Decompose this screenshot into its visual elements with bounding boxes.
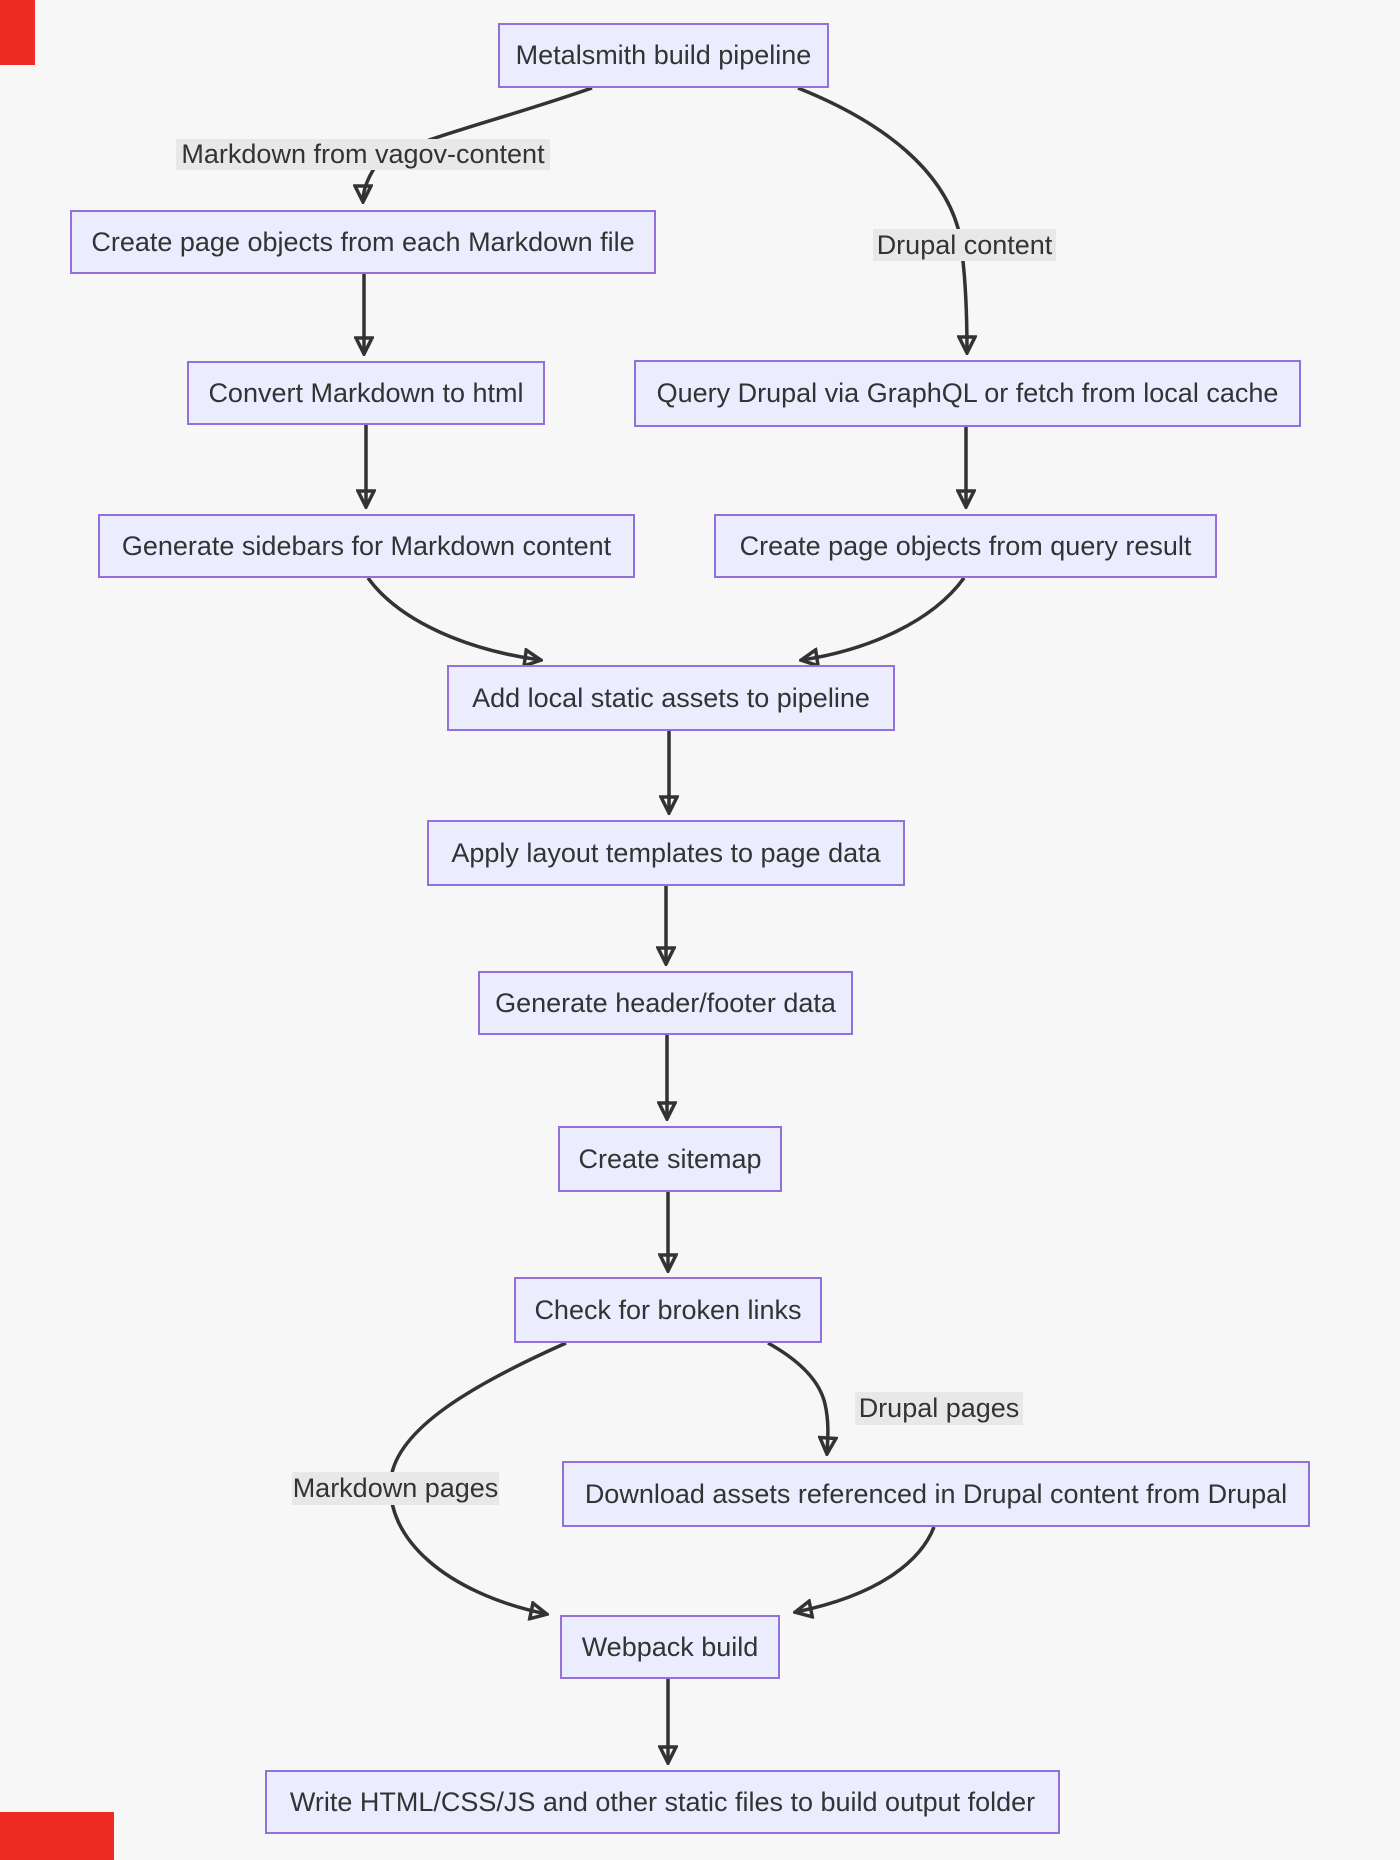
node-add-local-static-assets: Add local static assets to pipeline bbox=[447, 665, 895, 731]
edge-label-drupal-content: Drupal content bbox=[873, 229, 1056, 261]
node-webpack-build: Webpack build bbox=[560, 1615, 780, 1679]
node-generate-header-footer-data: Generate header/footer data bbox=[478, 971, 853, 1035]
node-convert-markdown-to-html: Convert Markdown to html bbox=[187, 361, 545, 425]
node-apply-layout-templates: Apply layout templates to page data bbox=[427, 820, 905, 886]
node-query-drupal-graphql: Query Drupal via GraphQL or fetch from l… bbox=[634, 360, 1301, 427]
edge-brokenlinks-to-download bbox=[767, 1341, 828, 1453]
node-write-static-files-output: Write HTML/CSS/JS and other static files… bbox=[265, 1770, 1060, 1834]
node-download-drupal-assets: Download assets referenced in Drupal con… bbox=[562, 1461, 1310, 1527]
red-artifact-marker-top-left bbox=[0, 0, 35, 65]
edge-label-markdown-from-vagov-content: Markdown from vagov-content bbox=[176, 139, 550, 170]
edge-download-to-webpack bbox=[796, 1526, 936, 1612]
node-create-sitemap: Create sitemap bbox=[558, 1126, 782, 1192]
edge-label-drupal-pages: Drupal pages bbox=[855, 1392, 1023, 1425]
node-create-page-objects-from-query: Create page objects from query result bbox=[714, 514, 1217, 578]
node-generate-sidebars: Generate sidebars for Markdown content bbox=[98, 514, 635, 578]
node-metalsmith-build-pipeline: Metalsmith build pipeline bbox=[498, 23, 829, 88]
edge-sidebars-to-assets bbox=[366, 576, 540, 660]
edge-label-markdown-pages: Markdown pages bbox=[292, 1472, 499, 1505]
node-check-for-broken-links: Check for broken links bbox=[514, 1277, 822, 1343]
node-create-page-objects-from-markdown: Create page objects from each Markdown f… bbox=[70, 210, 656, 274]
edge-queryobjects-to-assets bbox=[802, 576, 966, 660]
red-artifact-marker-bottom-left bbox=[0, 1812, 114, 1860]
edge-pipeline-to-drupal-query bbox=[797, 86, 967, 352]
